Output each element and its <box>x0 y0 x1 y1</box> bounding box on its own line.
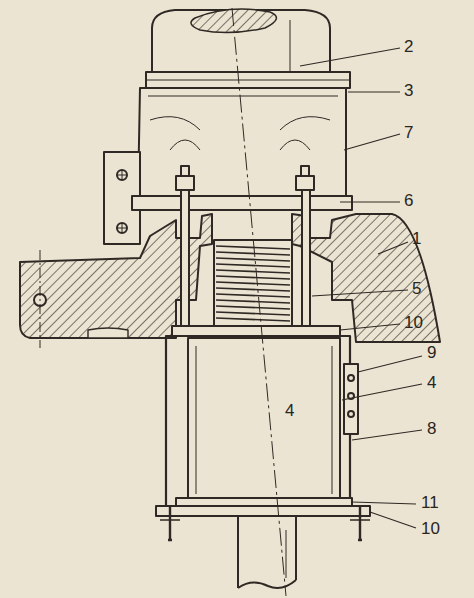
tie-rods <box>181 190 310 332</box>
callout-number: 11 <box>420 494 440 511</box>
lower-pipe <box>238 516 296 588</box>
callout-number: 1 <box>411 230 422 247</box>
spring-coil <box>216 288 290 291</box>
upper-pipe <box>152 9 330 78</box>
spring-coil <box>216 270 290 273</box>
top-bolts <box>176 166 314 190</box>
callout-number: 5 <box>411 280 422 297</box>
support-plate <box>132 196 352 210</box>
callout-number: 10 <box>420 520 441 537</box>
base-casting <box>20 214 440 342</box>
spring-coil <box>216 276 290 279</box>
callout-number: 8 <box>426 420 437 437</box>
callout-number: 3 <box>403 82 414 99</box>
callout-number: 4 <box>284 402 295 419</box>
leader-lines <box>300 48 422 528</box>
spring-coil <box>216 294 290 297</box>
spring-coils <box>216 246 290 321</box>
callout-number: 2 <box>403 38 414 55</box>
callout-number: 6 <box>403 192 414 209</box>
pipe-flange <box>146 72 350 88</box>
clamp-ring <box>172 326 340 336</box>
callout-number: 10 <box>403 314 424 331</box>
coil-spring <box>214 240 292 326</box>
callout-number: 4 <box>426 374 437 391</box>
spring-coil <box>216 246 290 249</box>
bottom-plate <box>176 498 352 506</box>
spring-coil <box>216 312 290 315</box>
spring-coil <box>216 252 290 255</box>
spring-coil <box>216 318 290 321</box>
spring-coil <box>216 264 290 267</box>
axis-line <box>232 8 286 596</box>
damper-cylinder <box>188 338 340 500</box>
housing-cup <box>138 88 346 196</box>
spring-coil <box>216 258 290 261</box>
cage-strap <box>166 336 350 506</box>
bottom-clamp <box>156 506 370 516</box>
spring-coil <box>216 282 290 285</box>
callout-number: 9 <box>426 344 437 361</box>
callout-number: 7 <box>403 124 414 141</box>
spring-coil <box>216 306 290 309</box>
spring-coil <box>216 300 290 303</box>
